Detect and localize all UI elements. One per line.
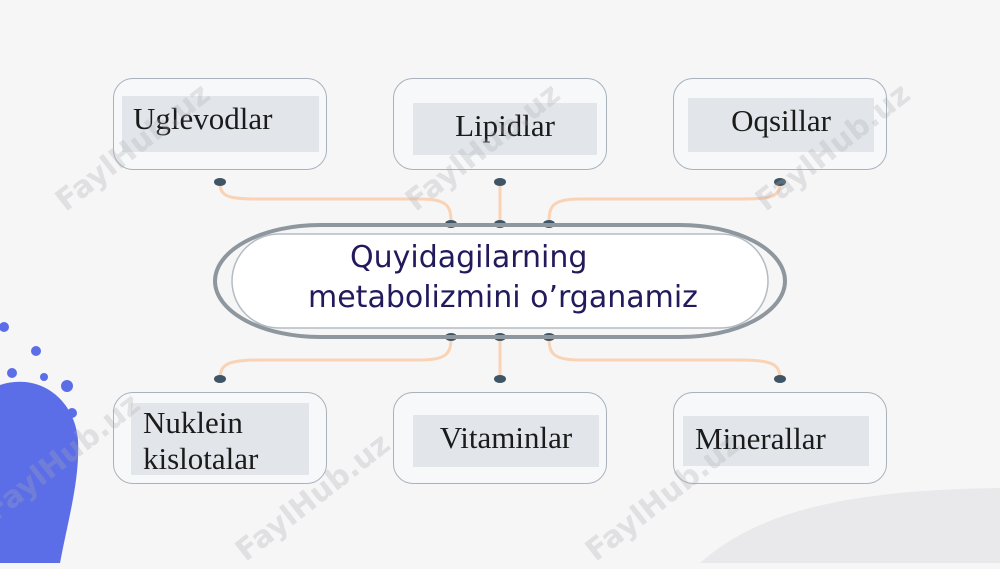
center-title: Quyidagilarning metabolizmini o’rganamiz <box>300 238 740 318</box>
box-lipidlar: Lipidlar <box>393 78 607 170</box>
box-uglevodlar: Uglevodlar <box>113 78 327 170</box>
blue-dots <box>0 322 77 496</box>
box-vitaminlar: Lipidlar Vitaminlar <box>393 392 607 484</box>
box-oqsillar: Oqsillar <box>673 78 887 170</box>
box-nuklein-kislotalar: Nuklein kislotalar <box>113 392 327 484</box>
box-minerallar: Minerallar <box>673 392 887 484</box>
center-title-line2: metabolizmini o’rganamiz <box>308 280 698 315</box>
label-kislotalar: kislotalar <box>143 441 259 476</box>
label-oqsillar: Oqsillar <box>688 98 874 152</box>
connectors <box>218 180 782 381</box>
label-lipidlar: Lipidlar <box>413 103 597 155</box>
label-nuklein-kislotalar: Nuklein kislotalar <box>131 403 309 476</box>
center-pill-outer-ring <box>213 223 787 339</box>
label-nuklein: Nuklein <box>143 405 243 440</box>
label-vitaminlar-text: Vitaminlar <box>413 415 599 467</box>
left-blue-blob <box>0 381 79 563</box>
center-title-line1: Quyidagilarning <box>350 240 588 275</box>
center-pill <box>231 233 769 329</box>
label-uglevodlar: Uglevodlar <box>122 96 319 152</box>
bottom-right-curve <box>700 488 1000 563</box>
label-minerallar: Minerallar <box>683 416 869 466</box>
